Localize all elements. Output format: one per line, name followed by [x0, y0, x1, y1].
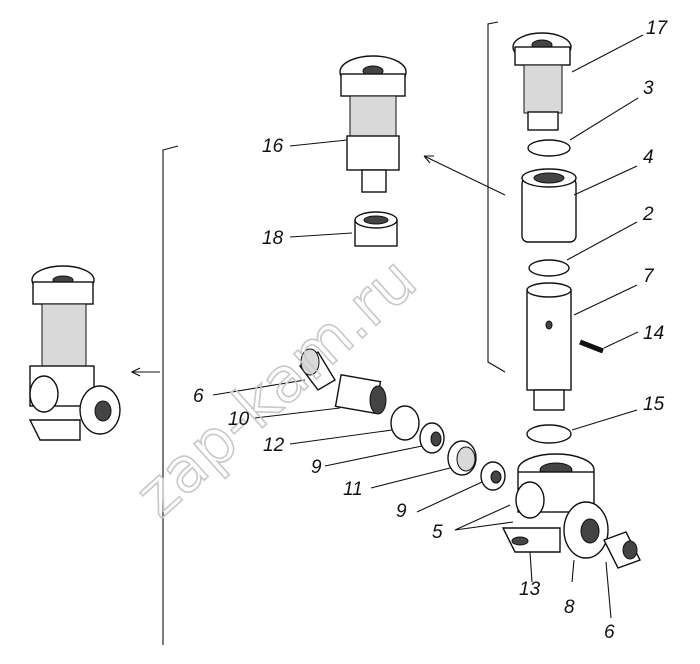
part-14-pin: [579, 339, 604, 354]
label-15: 15: [643, 394, 665, 415]
label-6-upper: 6: [193, 386, 204, 407]
part-10: [334, 373, 387, 415]
label-17: 17: [646, 18, 669, 39]
label-14: 14: [643, 323, 664, 344]
part-15-ring: [526, 424, 572, 444]
part-9-lower: [480, 461, 506, 491]
label-10: 10: [228, 409, 250, 430]
label-6-lower: 6: [604, 622, 615, 643]
part-3-ring: [527, 139, 571, 157]
part-6-upper: [299, 348, 336, 391]
left-bracket: [162, 145, 179, 645]
right-bracket: [487, 21, 506, 373]
label-2: 2: [642, 204, 654, 225]
label-12: 12: [263, 435, 285, 456]
label-9-upper: 9: [311, 457, 322, 478]
part-11: [447, 440, 477, 476]
label-7: 7: [643, 266, 655, 287]
part-16: [339, 55, 407, 193]
watermark: zap-kam.ru: [121, 243, 430, 531]
assembled-pump: [28, 265, 121, 441]
part-18: [354, 211, 398, 247]
label-18: 18: [262, 228, 284, 249]
part-12-gasket: [390, 405, 420, 441]
axis-arrow: [423, 155, 506, 196]
part-8-body: [501, 453, 609, 559]
assembly-arrow: [130, 367, 160, 377]
label-5: 5: [432, 522, 443, 543]
leader-lines: [212, 34, 644, 619]
part-7: [526, 282, 572, 411]
label-11: 11: [343, 479, 363, 500]
label-3: 3: [643, 78, 654, 99]
label-9-lower: 9: [396, 501, 407, 522]
label-16: 16: [262, 136, 284, 157]
label-13: 13: [519, 579, 541, 600]
part-4: [521, 168, 577, 243]
part-9-upper: [419, 422, 445, 454]
part-2-ring: [528, 259, 570, 277]
part-17: [512, 32, 572, 131]
label-8: 8: [564, 597, 575, 618]
part-6-lower: [603, 531, 641, 569]
label-4: 4: [643, 147, 654, 168]
